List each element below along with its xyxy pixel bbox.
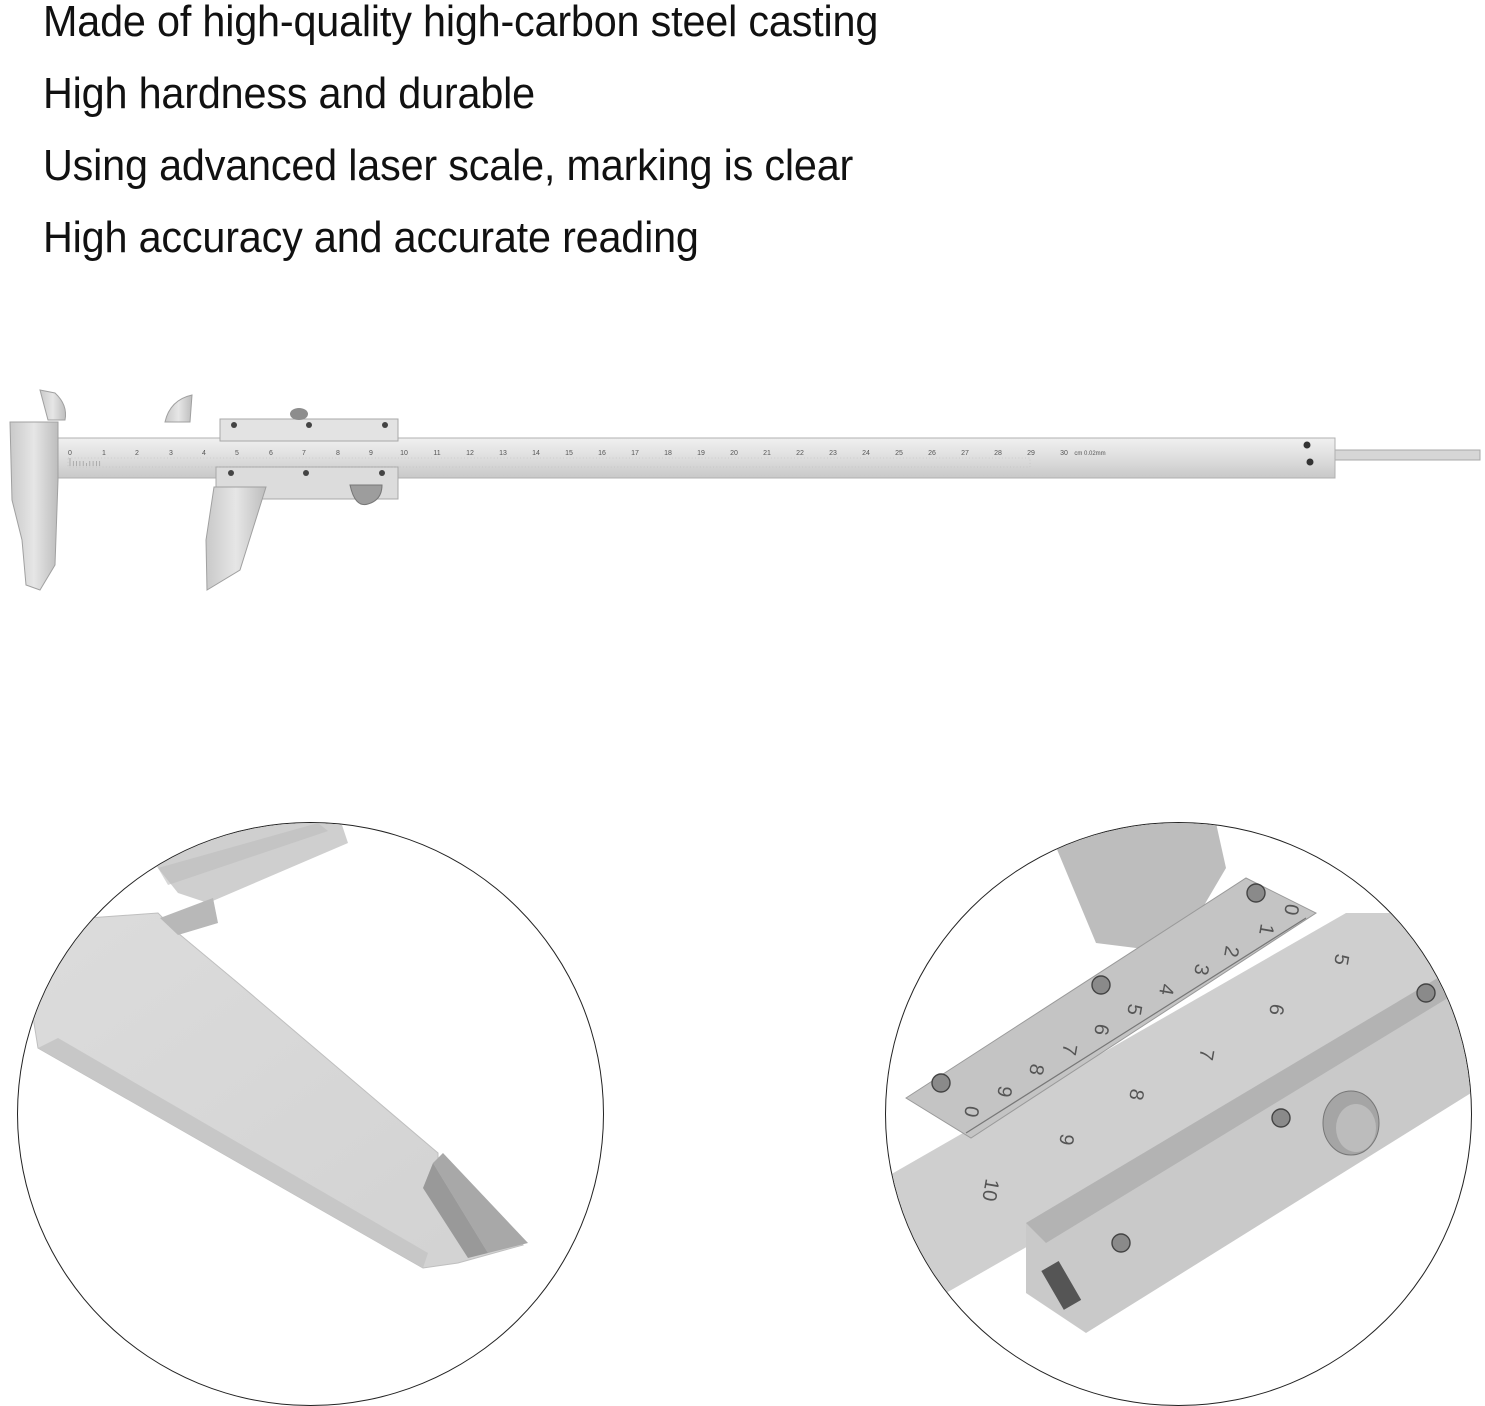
scale-number: 14 xyxy=(532,450,540,457)
scale-number: 1 xyxy=(102,450,106,457)
feature-item: Made of high-quality high-carbon steel c… xyxy=(43,0,879,46)
scale-number: 7 xyxy=(302,450,306,457)
main-scale-number: 5 xyxy=(1329,952,1353,967)
feature-item: High accuracy and accurate reading xyxy=(43,213,699,262)
scale-number: 15 xyxy=(565,450,573,457)
main-scale-number: 6 xyxy=(1264,1002,1288,1017)
vernier-number: 2 xyxy=(1219,944,1243,959)
scale-number: 5 xyxy=(235,450,239,457)
scale-number: 21 xyxy=(763,450,771,457)
scale-number: 20 xyxy=(730,450,738,457)
scale-number: 19 xyxy=(697,450,705,457)
feature-item: Using advanced laser scale, marking is c… xyxy=(43,141,854,190)
main-scale-number: 7 xyxy=(1194,1047,1218,1062)
scale-number: 26 xyxy=(928,450,936,457)
scale-number: 10 xyxy=(400,450,408,457)
vernier-scale-detail-circle: 0 1 2 3 4 5 6 7 8 9 0 5 6 7 8 9 10 xyxy=(885,822,1472,1406)
scale-number: 12 xyxy=(466,450,474,457)
scale-number: 27 xyxy=(961,450,969,457)
scale-number: 18 xyxy=(664,450,672,457)
scale-number: 28 xyxy=(994,450,1002,457)
vernier-caliper-image: 0 1 2 3 4 5 6 7 8 9 10 11 12 13 14 15 16… xyxy=(0,380,1485,610)
scale-number: 16 xyxy=(598,450,606,457)
scale-number: 30 xyxy=(1060,450,1068,457)
scale-number: 4 xyxy=(202,450,206,457)
scale-number: 29 xyxy=(1027,450,1035,457)
vernier-number: 5 xyxy=(1122,1002,1146,1017)
main-scale-number: 10 xyxy=(977,1177,1003,1203)
scale-number: 2 xyxy=(135,450,139,457)
jaw-tip-detail-circle xyxy=(17,822,604,1406)
vernier-number: 3 xyxy=(1189,962,1213,977)
scale-number: 11 xyxy=(433,450,440,457)
scale-number: 23 xyxy=(829,450,837,457)
vernier-number: 9 xyxy=(992,1084,1016,1099)
vernier-number: 7 xyxy=(1057,1042,1081,1057)
scale-number: 24 xyxy=(862,450,870,457)
feature-item: High hardness and durable xyxy=(43,69,535,118)
scale-number: 9 xyxy=(369,450,373,457)
vernier-number: 4 xyxy=(1154,982,1178,997)
unit-label: cm 0.02mm xyxy=(1074,451,1105,457)
vernier-number: 8 xyxy=(1024,1062,1048,1077)
vernier-number: 1 xyxy=(1254,922,1278,937)
vernier-number: 6 xyxy=(1089,1022,1113,1037)
main-scale-number: 8 xyxy=(1124,1087,1148,1102)
scale-number: 0 xyxy=(68,450,72,457)
vernier-number: 0 xyxy=(959,1104,983,1119)
scale-number: 13 xyxy=(499,450,507,457)
vernier-number: 0 xyxy=(1279,902,1303,917)
main-scale-number: 9 xyxy=(1054,1132,1078,1147)
feature-list: Made of high-quality high-carbon steel c… xyxy=(43,0,931,274)
scale-number: 25 xyxy=(895,450,903,457)
scale-number: 17 xyxy=(631,450,639,457)
scale-number: 22 xyxy=(796,450,804,457)
scale-number: 8 xyxy=(336,450,340,457)
scale-number: 3 xyxy=(169,450,173,457)
scale-number: 6 xyxy=(269,450,273,457)
